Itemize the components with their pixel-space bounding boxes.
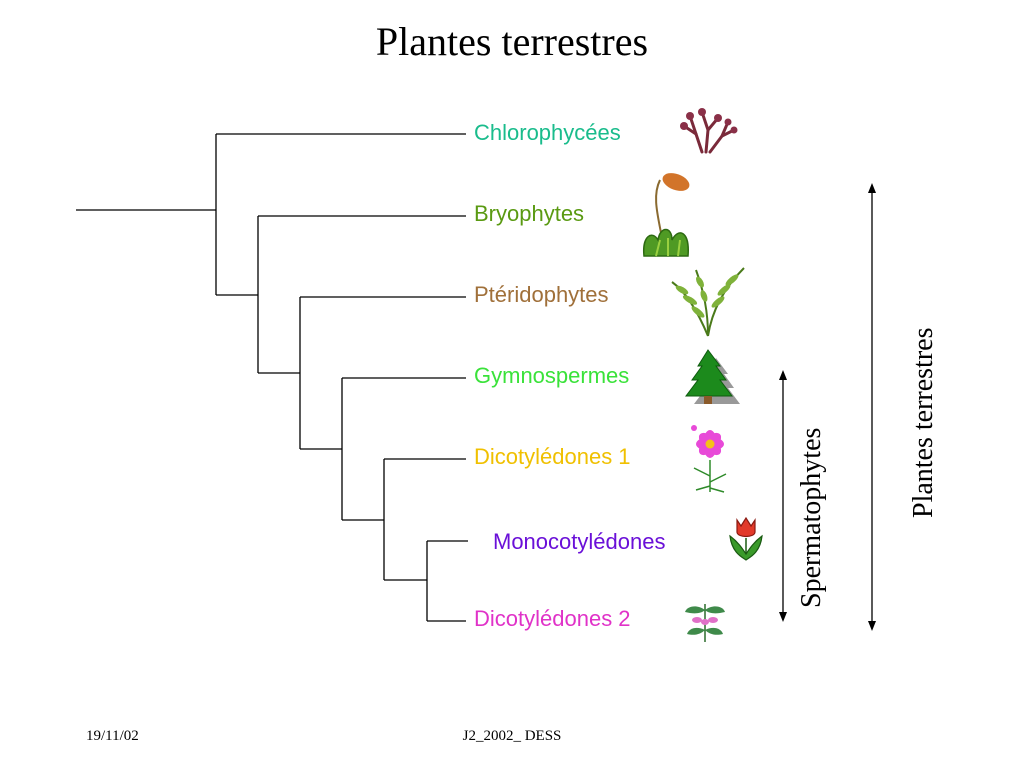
spermatophytes-label: Spermatophytes: [796, 427, 827, 608]
footer-center-text: J2_2002_ DESS: [462, 728, 562, 744]
taxon-label-chlorophycees: Chlorophycées: [474, 120, 621, 145]
seaweed-icon: [680, 108, 738, 154]
fern-icon: [671, 267, 745, 337]
conifer-icon: [685, 349, 740, 404]
pink-flower-icon: [691, 425, 727, 493]
plantes-terrestres-arrow-bottom: [868, 621, 876, 631]
plantes-terrestres-arrow-top: [868, 183, 876, 193]
taxon-label-dicotyledones-2: Dicotylédones 2: [474, 606, 631, 631]
taxon-label-dicotyledones-1: Dicotylédones 1: [474, 444, 631, 469]
moss-icon: [643, 173, 690, 257]
taxon-label-monocotyledones: Monocotylédones: [493, 529, 666, 554]
page-title: Plantes terrestres: [375, 19, 649, 64]
footer-date: 19/11/02: [86, 728, 139, 744]
taxon-label-bryophytes: Bryophytes: [474, 201, 585, 226]
taxon-label-gymnospermes: Gymnospermes: [474, 363, 630, 388]
nettle-flower-icon: [685, 604, 725, 642]
plantes-terrestres-label: Plantes terrestres: [908, 327, 939, 519]
spermatophytes-arrow-top: [779, 370, 787, 380]
spermatophytes-arrow-bottom: [779, 612, 787, 622]
taxon-label-pteridophytes: Ptéridophytes: [474, 282, 609, 307]
tulip-icon: [729, 516, 763, 561]
